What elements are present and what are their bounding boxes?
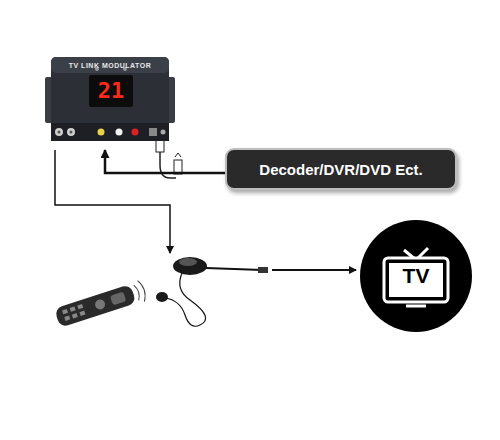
tv-circle: TV (360, 220, 472, 332)
channel-display: 21 (91, 77, 131, 105)
source-box: Decoder/DVR/DVD Ect. (225, 148, 457, 190)
box-label: Decoder/DVR/DVD Ect. (227, 150, 455, 188)
usb-cable (156, 140, 182, 178)
signal-connector (105, 150, 225, 173)
rf-wire (55, 150, 170, 253)
signal-arrow (272, 269, 356, 271)
device-title: TV LINK MODULATOR (45, 62, 175, 69)
tv-label: TV (360, 264, 472, 288)
ir-receiver (156, 257, 268, 326)
modulator-device: TV LINK MODULATOR 21 (45, 55, 175, 150)
remote-control (54, 280, 148, 329)
